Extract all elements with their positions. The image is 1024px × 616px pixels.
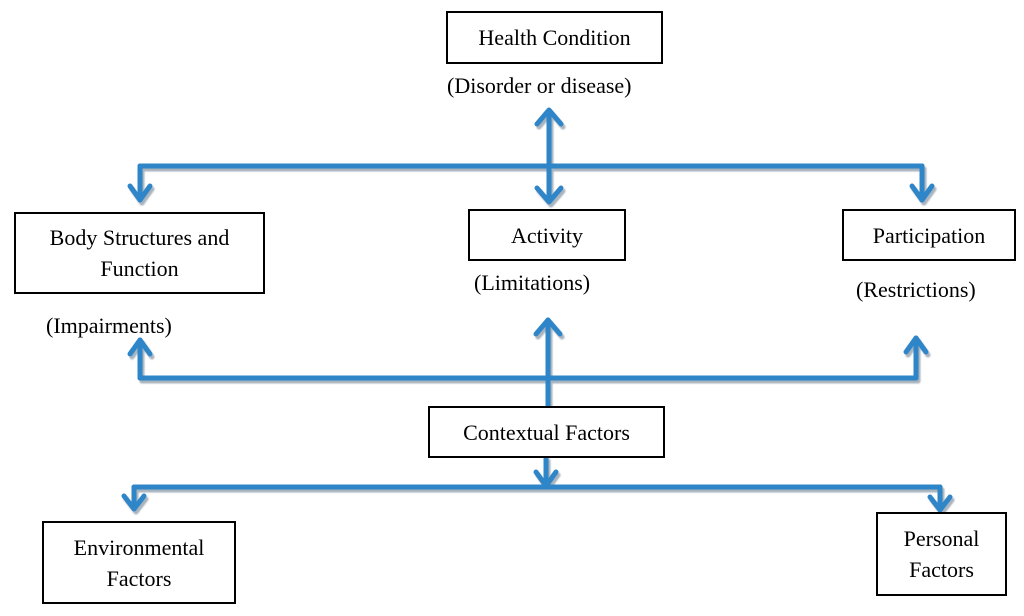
activity-title: Activity xyxy=(510,222,584,248)
health-arrowhead-up xyxy=(534,107,564,127)
body-structures-title-line2: Function xyxy=(100,256,179,281)
activity-qualifier: (Limitations) xyxy=(474,270,591,295)
participation-box: Participation xyxy=(842,209,1016,261)
body-structures-title-line1: Body Structures and xyxy=(49,225,230,250)
body-structures-box: Body Structures and Function xyxy=(14,212,265,294)
personal-arrowhead-down xyxy=(927,494,953,513)
activity-arrowhead-up xyxy=(533,317,563,337)
personal-factors-title-line1: Personal xyxy=(903,526,980,551)
participation-arrowhead-up xyxy=(903,335,929,355)
participation-arrowhead-down xyxy=(909,183,935,203)
environmental-factors-title-line1: Environmental xyxy=(73,534,205,560)
body-arrowhead-down xyxy=(127,183,153,203)
participation-title: Participation xyxy=(872,222,986,248)
health-condition-box: Health Condition xyxy=(446,11,663,64)
personal-factors-box: Personal Factors xyxy=(876,512,1007,596)
personal-factors-title-line2: Factors xyxy=(909,557,974,582)
body-structures-qualifier: (Impairments) xyxy=(46,313,172,338)
environmental-factors-title-line2: Factors xyxy=(106,565,172,591)
health-condition-title: Health Condition xyxy=(478,25,631,50)
activity-box: Activity xyxy=(468,209,626,261)
body-arrowhead-up xyxy=(127,337,153,357)
participation-qualifier: (Restrictions) xyxy=(856,277,976,302)
health-condition-qualifier: (Disorder or disease) xyxy=(447,73,632,98)
environmental-factors-box: Environmental Factors xyxy=(42,521,236,604)
environmental-arrowhead-down xyxy=(121,493,147,512)
activity-arrowhead-down xyxy=(534,185,564,205)
contextual-factors-title: Contextual Factors xyxy=(463,419,630,445)
contextual-factors-box: Contextual Factors xyxy=(428,406,665,458)
